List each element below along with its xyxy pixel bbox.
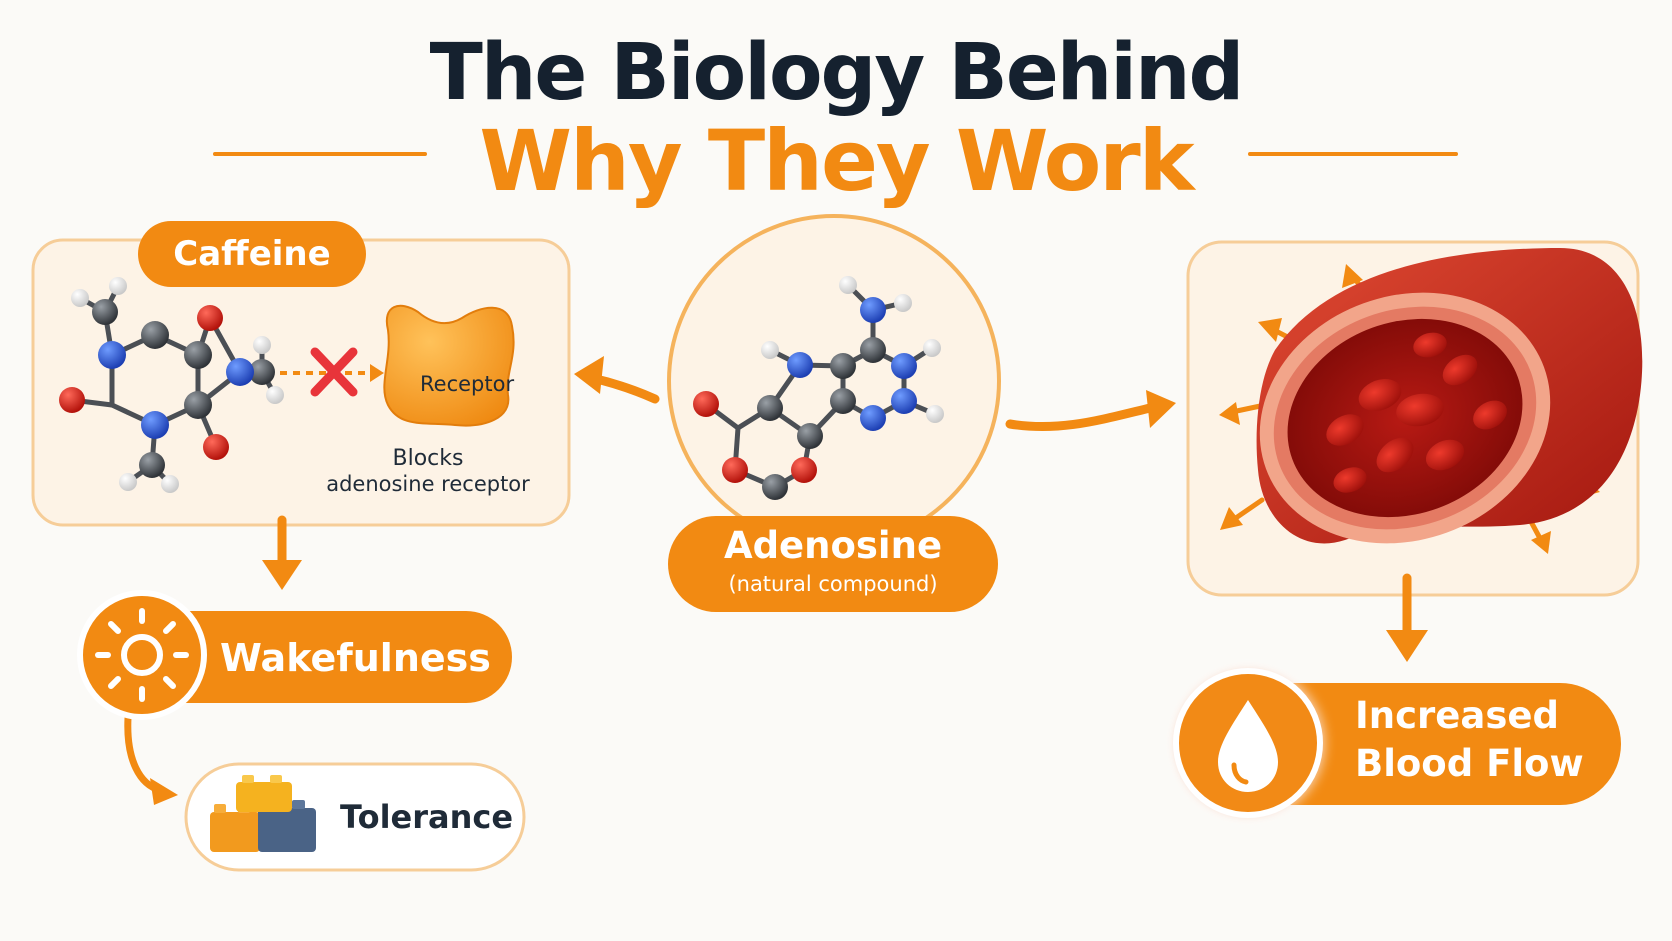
wakefulness-pill <box>140 611 512 703</box>
wakefulness-label: Wakefulness <box>220 636 491 680</box>
arrow-to-caffeine-head <box>574 356 604 394</box>
adenosine-pill <box>668 516 998 612</box>
receptor-shape <box>383 304 515 427</box>
blood-flow-pill <box>1225 683 1621 805</box>
droplet-highlight <box>1231 762 1249 785</box>
arrow-to-caffeine <box>587 373 660 404</box>
arrow-down-blood-flow <box>1386 573 1428 662</box>
blood-flow-label-line1: Increased <box>1355 694 1559 737</box>
block-x-icon <box>310 347 358 397</box>
blood-flow-label-line2: Blood Flow <box>1355 742 1584 785</box>
caffeine-pill <box>138 221 366 287</box>
arrow-to-vessel-head <box>1146 390 1176 428</box>
caffeine-label: Caffeine <box>173 234 331 274</box>
tolerance-label: Tolerance <box>340 798 514 836</box>
blocks-icon <box>210 775 316 852</box>
adenosine-sublabel: (natural compound) <box>728 572 938 596</box>
receptor-label: Receptor <box>420 372 515 396</box>
arrow-curve-tolerance <box>124 714 178 805</box>
adenosine-atoms <box>693 276 944 500</box>
red-blood-cells <box>1326 332 1507 493</box>
caffeine-atoms <box>59 277 284 493</box>
adenosine-circle <box>667 214 1001 548</box>
blocked-arrowhead <box>370 364 384 382</box>
title-line-2: Why They Work <box>479 112 1194 210</box>
arrow-down-wakefulness <box>262 515 302 590</box>
caffeine-caption-line2: adenosine receptor <box>326 472 530 496</box>
title-line-1: The Biology Behind <box>429 28 1245 118</box>
caffeine-caption-line1: Blocks <box>392 446 464 471</box>
sun-icon <box>95 608 189 702</box>
adenosine-label: Adenosine <box>723 524 943 567</box>
arrow-to-vessel <box>1005 403 1155 432</box>
